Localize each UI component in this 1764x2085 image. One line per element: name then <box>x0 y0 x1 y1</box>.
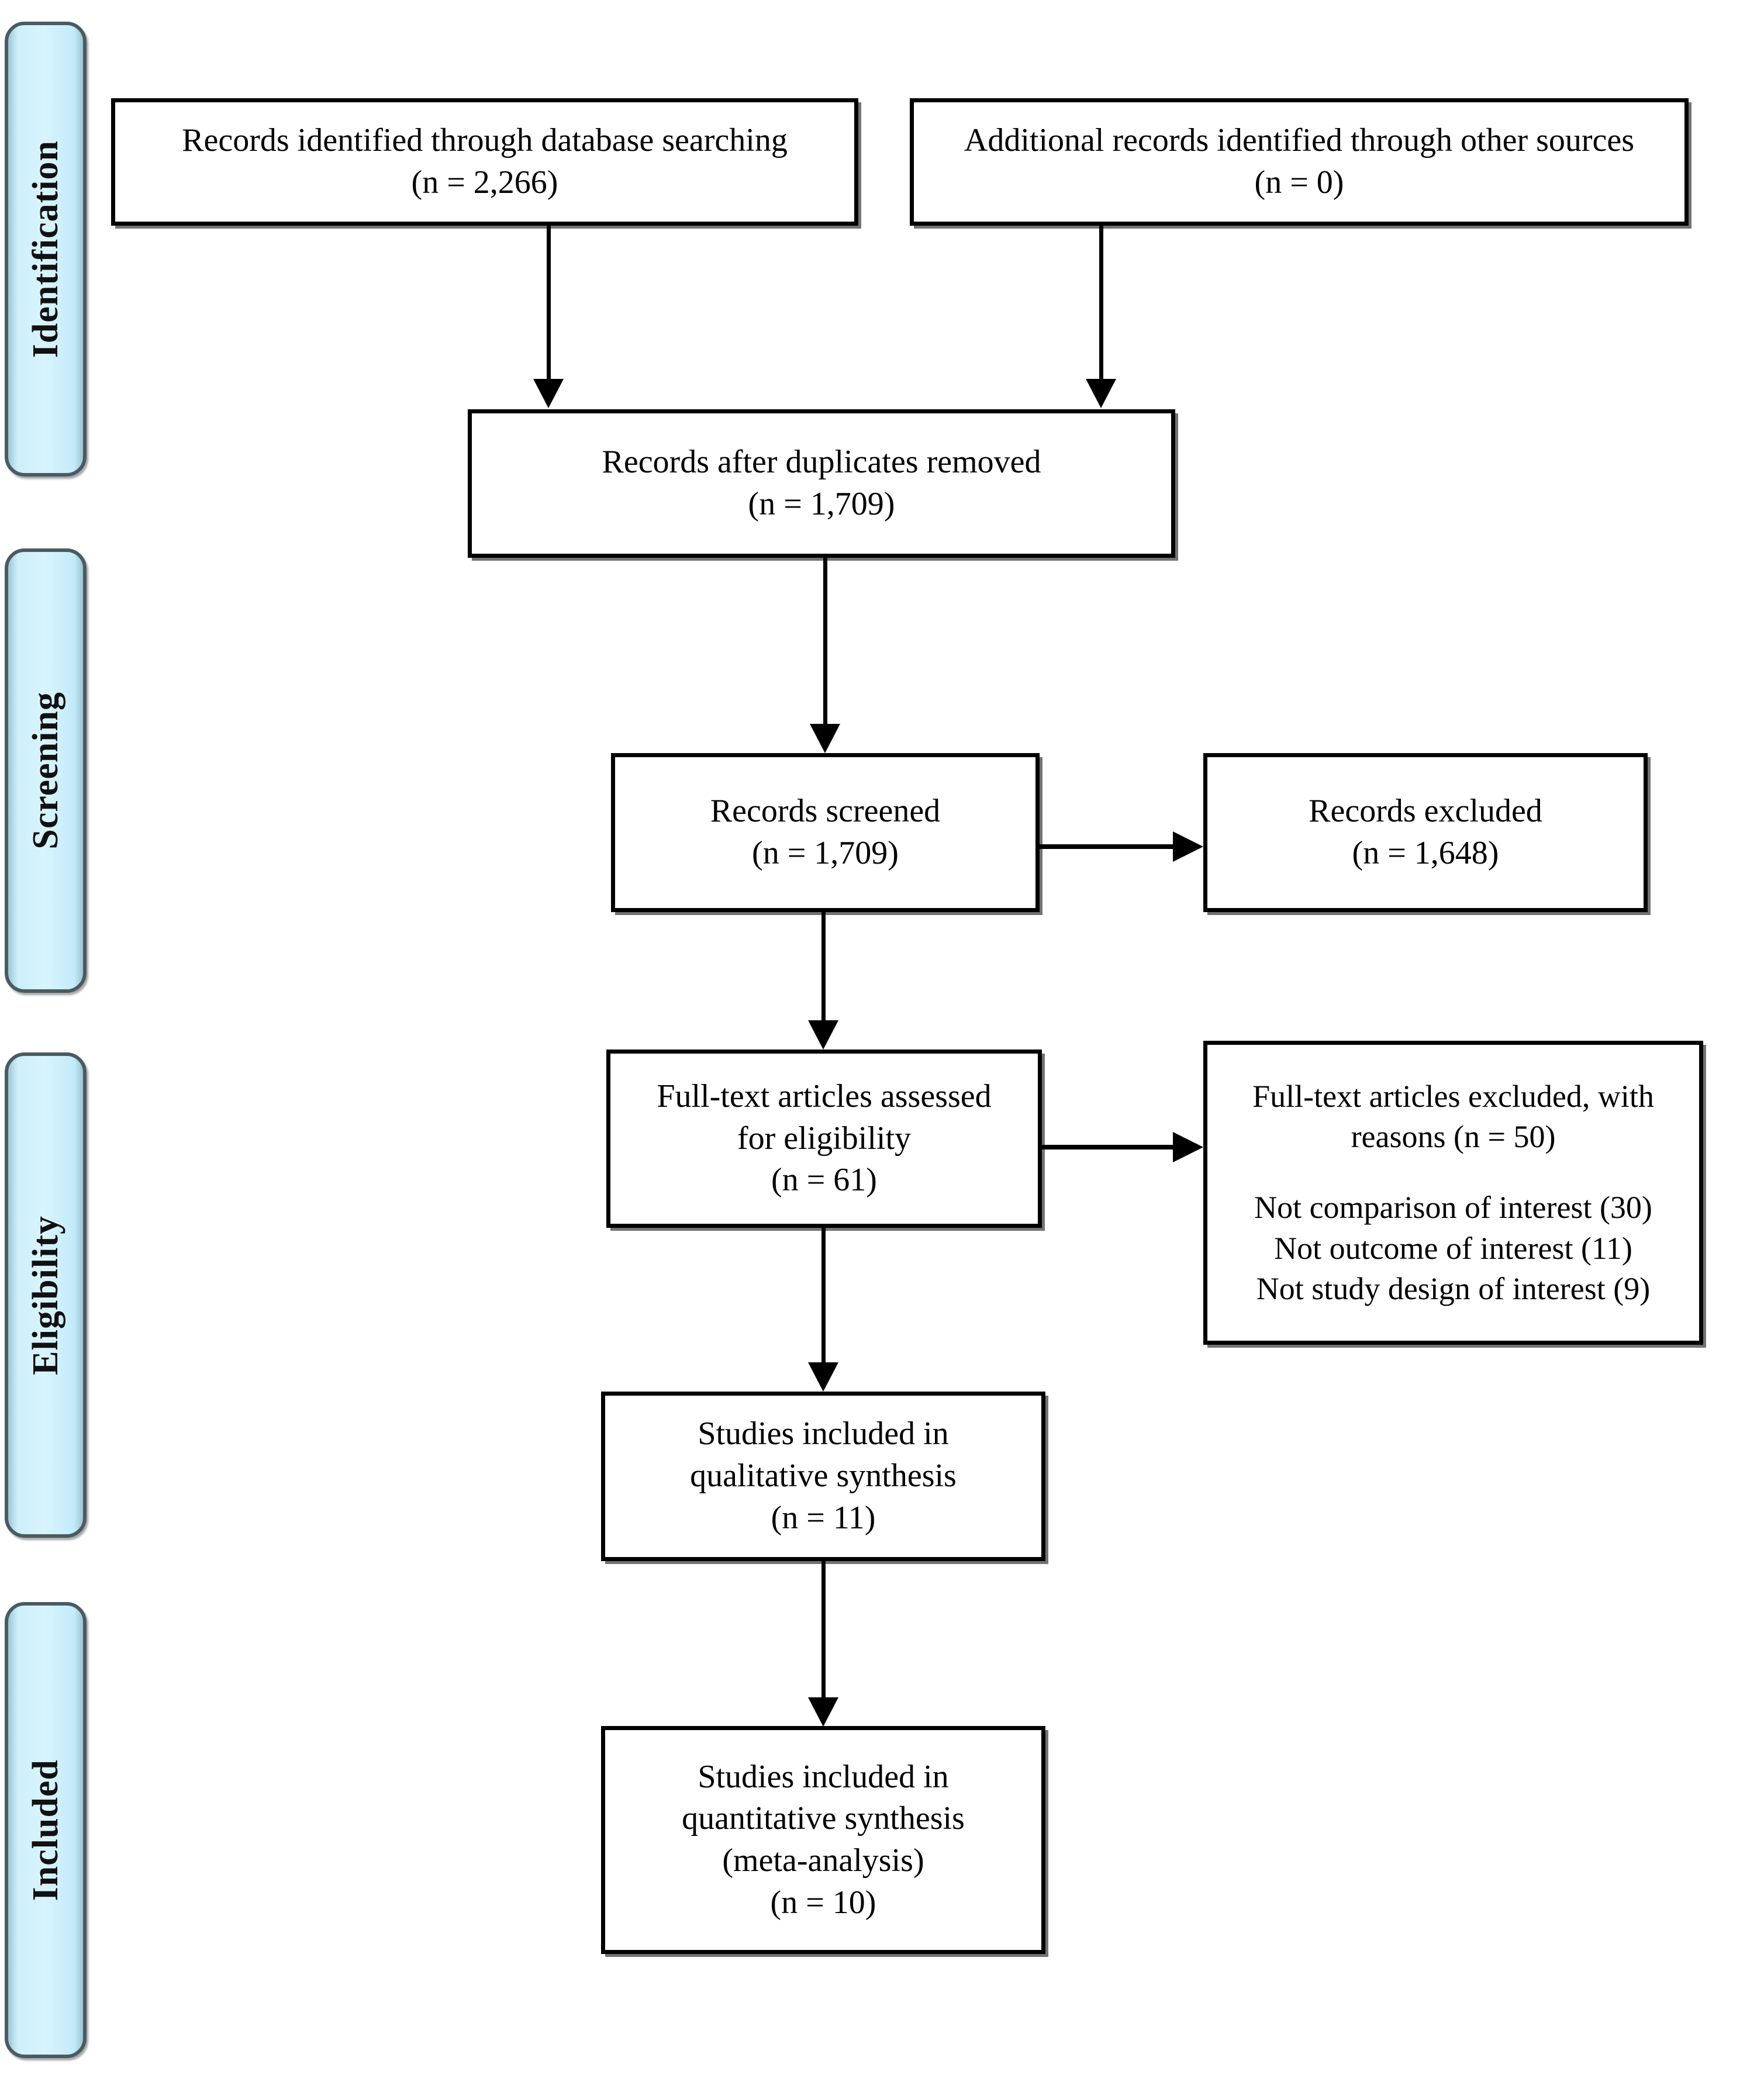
connector-duplicates-to-screened <box>823 558 827 725</box>
node-count: (n = 2,266) <box>411 164 558 201</box>
node-line: for eligibility <box>737 1120 912 1157</box>
connector-qualitative-to-quantitative <box>821 1561 826 1700</box>
node-additional-records-other-sources: Additional records identified through ot… <box>910 98 1689 226</box>
node-count: (n = 10) <box>770 1884 876 1921</box>
stage-label-identification: Identification <box>5 22 87 477</box>
arrowhead-down-icon <box>808 1697 838 1727</box>
connector-fulltext-to-reasons <box>1042 1145 1175 1149</box>
stage-label-screening: Screening <box>5 548 87 993</box>
node-line: Records identified through database sear… <box>182 122 788 159</box>
connector-fulltext-to-qualitative <box>821 1228 826 1365</box>
connector-database-to-duplicates <box>547 226 551 380</box>
stage-label-eligibility-text: Eligibility <box>25 1215 65 1375</box>
node-studies-included-quantitative-synthesis: Studies included in quantitative synthes… <box>601 1726 1045 1954</box>
exclusion-reason-item: Not study design of interest (9) <box>1256 1271 1651 1306</box>
stage-label-eligibility: Eligibility <box>5 1052 87 1538</box>
node-line: Full-text articles excluded, with <box>1252 1079 1654 1114</box>
stage-label-included-text: Included <box>25 1759 65 1901</box>
arrowhead-right-icon <box>1173 1132 1203 1162</box>
node-line: Records after duplicates removed <box>602 444 1041 481</box>
node-line: Full-text articles assessed <box>657 1078 992 1114</box>
node-count: (n = 1,709) <box>752 835 899 871</box>
node-count: (n = 1,648) <box>1352 835 1499 871</box>
arrowhead-down-icon <box>808 1362 838 1392</box>
node-line: Records screened <box>710 793 941 830</box>
node-records-after-duplicates-removed: Records after duplicates removed (n = 1,… <box>468 409 1175 558</box>
stage-label-identification-text: Identification <box>25 140 65 358</box>
node-count: (n = 11) <box>771 1499 876 1536</box>
node-fulltext-articles-excluded-with-reasons: Full-text articles excluded, with reason… <box>1203 1041 1703 1345</box>
node-count: reasons (n = 50) <box>1351 1119 1556 1155</box>
arrowhead-down-icon <box>808 1020 838 1050</box>
exclusion-reason-item: Not outcome of interest (11) <box>1274 1230 1632 1266</box>
node-count: (n = 0) <box>1254 164 1344 201</box>
connector-other-to-duplicates <box>1099 226 1103 380</box>
connector-screened-to-excluded <box>1040 844 1175 849</box>
node-records-screened: Records screened (n = 1,709) <box>611 753 1040 912</box>
node-line: Studies included in <box>698 1758 949 1795</box>
node-line: Records excluded <box>1309 793 1542 830</box>
node-line: Studies included in <box>698 1416 949 1452</box>
arrowhead-right-icon <box>1173 831 1203 862</box>
arrowhead-down-icon <box>533 379 564 408</box>
exclusion-reason-item: Not comparison of interest (30) <box>1254 1190 1652 1226</box>
node-studies-included-qualitative-synthesis: Studies included in qualitative synthesi… <box>601 1392 1045 1561</box>
node-count: (n = 1,709) <box>748 486 895 522</box>
node-records-excluded: Records excluded (n = 1,648) <box>1203 753 1648 912</box>
node-count: (n = 61) <box>771 1162 877 1199</box>
node-records-identified-database: Records identified through database sear… <box>111 98 858 226</box>
arrowhead-down-icon <box>810 724 840 753</box>
node-line: Additional records identified through ot… <box>964 122 1635 159</box>
node-line: (meta-analysis) <box>722 1842 924 1879</box>
stage-label-screening-text: Screening <box>25 692 65 850</box>
node-fulltext-articles-assessed: Full-text articles assessed for eligibil… <box>606 1050 1042 1228</box>
node-line: quantitative synthesis <box>682 1800 965 1837</box>
stage-label-included: Included <box>5 1602 87 2058</box>
node-line: qualitative synthesis <box>690 1458 957 1494</box>
arrowhead-down-icon <box>1086 379 1116 408</box>
connector-screened-to-fulltext <box>821 912 826 1022</box>
